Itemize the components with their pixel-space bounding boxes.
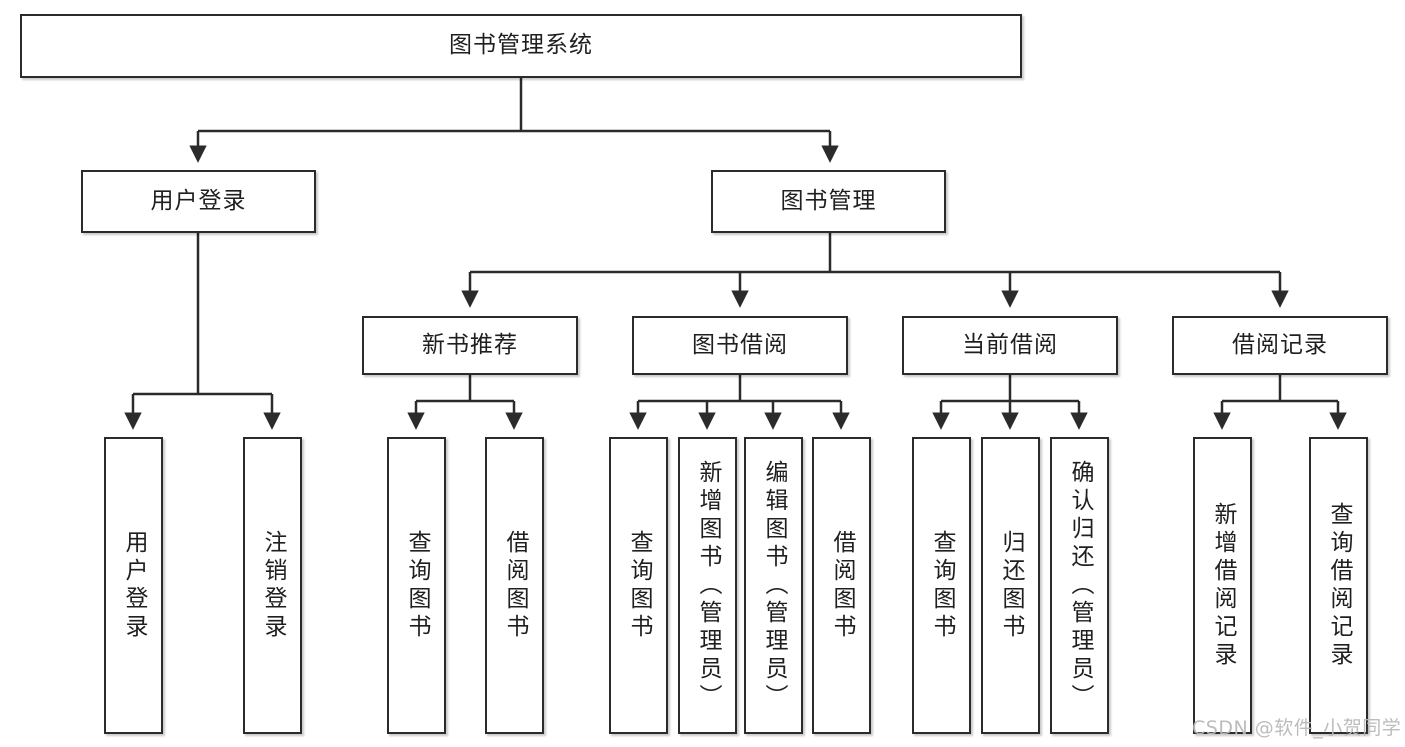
node-leaf-return-book-label: 归还图书 xyxy=(998,529,1024,642)
node-current-borrow-label: 当前借阅 xyxy=(962,331,1058,358)
node-leaf-borrow-book-1-label: 借阅图书 xyxy=(502,529,528,642)
node-book-manage[interactable]: 图书管理 xyxy=(711,170,946,233)
node-book-borrow-label: 图书借阅 xyxy=(692,331,788,358)
node-book-manage-label: 图书管理 xyxy=(780,187,877,214)
node-leaf-query-book-2[interactable]: 查询图书 xyxy=(609,437,668,734)
node-new-book-rec[interactable]: 新书推荐 xyxy=(362,316,578,375)
node-book-borrow[interactable]: 图书借阅 xyxy=(632,316,848,375)
node-leaf-query-book-3-label: 查询图书 xyxy=(929,529,955,642)
node-leaf-user-login-label: 用户登录 xyxy=(121,529,147,642)
node-leaf-user-login[interactable]: 用户登录 xyxy=(104,437,163,734)
node-current-borrow[interactable]: 当前借阅 xyxy=(902,316,1118,375)
node-root[interactable]: 图书管理系统 xyxy=(20,14,1022,78)
node-leaf-confirm-return[interactable]: 确认归还（管理员） xyxy=(1050,437,1109,734)
node-leaf-query-book-1[interactable]: 查询图书 xyxy=(387,437,446,734)
node-leaf-query-record[interactable]: 查询借阅记录 xyxy=(1309,437,1368,734)
node-leaf-confirm-return-label: 确认归还（管理员） xyxy=(1067,459,1093,712)
node-leaf-add-record[interactable]: 新增借阅记录 xyxy=(1193,437,1252,734)
node-root-label: 图书管理系统 xyxy=(449,32,593,59)
node-leaf-query-book-3[interactable]: 查询图书 xyxy=(912,437,971,734)
node-leaf-add-record-label: 新增借阅记录 xyxy=(1210,501,1236,670)
node-leaf-edit-book-label: 编辑图书（管理员） xyxy=(761,459,787,712)
node-borrow-record-label: 借阅记录 xyxy=(1232,331,1328,358)
node-leaf-query-record-label: 查询借阅记录 xyxy=(1326,501,1352,670)
node-leaf-edit-book[interactable]: 编辑图书（管理员） xyxy=(744,437,803,734)
node-leaf-borrow-book-1[interactable]: 借阅图书 xyxy=(485,437,544,734)
node-leaf-borrow-book-2-label: 借阅图书 xyxy=(829,529,855,642)
node-leaf-query-book-2-label: 查询图书 xyxy=(626,529,652,642)
node-leaf-logout-login-label: 注销登录 xyxy=(260,529,286,642)
csdn-watermark: CSDN @软件_小贺同学 xyxy=(1192,717,1402,739)
node-user-login-label: 用户登录 xyxy=(150,187,247,214)
node-leaf-query-book-1-label: 查询图书 xyxy=(404,529,430,642)
node-leaf-return-book[interactable]: 归还图书 xyxy=(981,437,1040,734)
node-leaf-add-book[interactable]: 新增图书（管理员） xyxy=(678,437,737,734)
node-borrow-record[interactable]: 借阅记录 xyxy=(1172,316,1388,375)
node-new-book-rec-label: 新书推荐 xyxy=(422,331,518,358)
node-leaf-add-book-label: 新增图书（管理员） xyxy=(695,459,721,712)
node-leaf-borrow-book-2[interactable]: 借阅图书 xyxy=(812,437,871,734)
node-leaf-logout-login[interactable]: 注销登录 xyxy=(243,437,302,734)
node-user-login[interactable]: 用户登录 xyxy=(81,170,316,233)
